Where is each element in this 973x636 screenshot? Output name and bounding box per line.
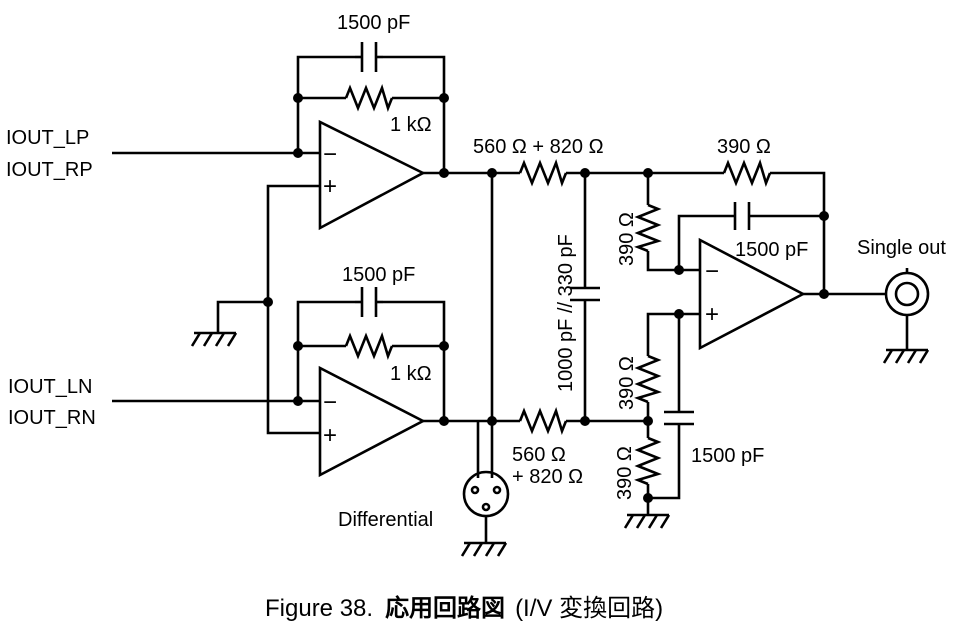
series-network <box>518 159 648 435</box>
differential-label: Differential <box>338 509 433 531</box>
bias-ground-symbol <box>190 297 273 347</box>
noninv-upper-resistor <box>634 354 662 404</box>
differential-connector <box>460 173 510 557</box>
bottom-feedback-res-label: 1 kΩ <box>390 363 432 385</box>
inverting-input-resistor <box>634 203 662 253</box>
top-opamp <box>318 119 426 231</box>
output-opamp-plus: + <box>705 301 719 328</box>
noninv-cap-label: 1500 pF <box>691 445 764 467</box>
input-label-ln: IOUT_LN <box>8 376 92 398</box>
output-feedback-resistor <box>722 159 772 187</box>
bottom-feedback-resistor <box>344 332 394 360</box>
bottom-opamp <box>318 365 426 478</box>
out-feedback-res-label: 390 Ω <box>717 136 771 158</box>
noninv-lower-res-label: 390 Ω <box>614 446 636 500</box>
top-feedback-capacitor <box>355 42 383 72</box>
caption-title: 応用回路図 <box>385 594 505 622</box>
caption-figure-number: Figure 38. <box>265 595 373 622</box>
noninv-upper-res-label: 390 Ω <box>616 356 638 410</box>
bottom-feedback-cap-label: 1500 pF <box>342 264 415 286</box>
out-feedback-cap-label: 1500 pF <box>735 239 808 261</box>
top-series-resistor <box>518 159 568 187</box>
input-label-lp: IOUT_LP <box>6 127 89 149</box>
bottom-feedback-capacitor <box>355 287 383 317</box>
top-opamp-stage <box>112 42 520 435</box>
top-feedback-cap-label: 1500 pF <box>337 12 410 34</box>
bottom-series-res-label-2: + 820 Ω <box>512 466 583 488</box>
figure-caption: Figure 38. 応用回路図 (I/V 変換回路) <box>265 594 663 622</box>
bottom-series-res-label-1: 560 Ω <box>512 444 566 466</box>
top-feedback-resistor <box>344 84 394 112</box>
top-series-res-label: 560 Ω + 820 Ω <box>473 136 604 158</box>
output-opamp <box>698 237 806 351</box>
input-label-rn: IOUT_RN <box>8 407 96 429</box>
output-opamp-minus: − <box>705 258 719 285</box>
single-out-connector <box>882 268 930 364</box>
inv-input-res-label: 390 Ω <box>616 212 638 266</box>
top-opamp-minus: − <box>323 141 337 168</box>
input-label-rp: IOUT_RP <box>6 159 93 181</box>
bottom-opamp-minus: − <box>323 389 337 416</box>
diff-cap-label: 1000 pF // 330 pF <box>555 234 577 392</box>
bottom-opamp-stage <box>112 287 520 478</box>
output-opamp-stage <box>623 159 885 529</box>
top-feedback-res-label: 1 kΩ <box>390 114 432 136</box>
caption-subtitle: (I/V 変換回路) <box>515 595 663 622</box>
single-out-label: Single out <box>857 237 946 259</box>
top-opamp-plus: + <box>323 173 337 200</box>
bottom-opamp-plus: + <box>323 422 337 449</box>
noninv-lower-resistor <box>634 436 662 486</box>
bottom-series-resistor <box>518 407 568 435</box>
